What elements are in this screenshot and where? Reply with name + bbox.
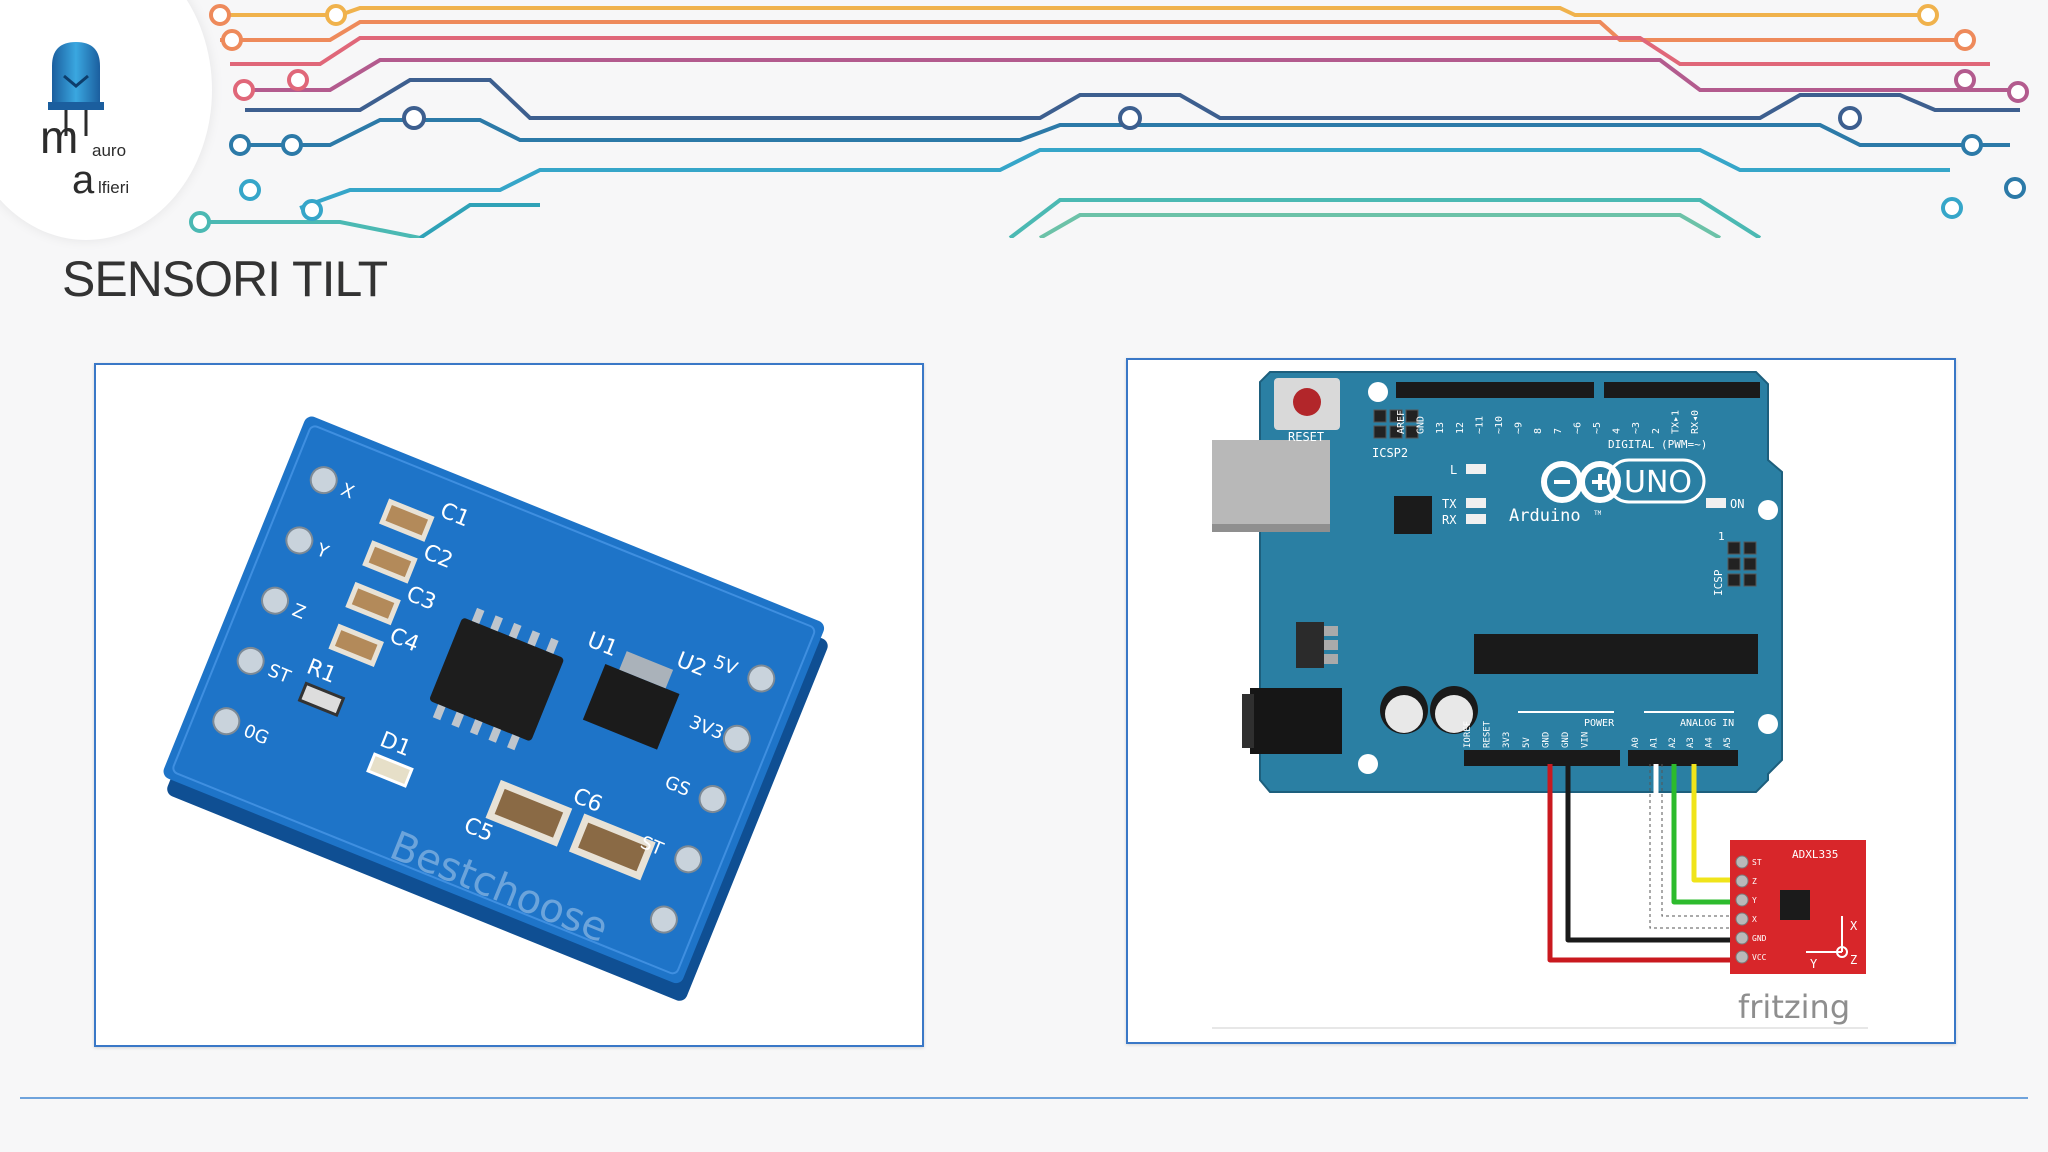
digital-pin-label: ~3 xyxy=(1631,422,1642,434)
led-l-label: L xyxy=(1450,463,1457,477)
digital-pin-label: ~5 xyxy=(1592,422,1603,434)
arduino-label: Arduino xyxy=(1509,506,1581,526)
power-pin-label: IOREF xyxy=(1463,721,1473,748)
sensor-pin-z: Z xyxy=(1752,877,1757,886)
analog-header-label: ANALOG IN xyxy=(1680,718,1734,729)
footer-divider xyxy=(20,1097,2028,1099)
digital-pin-label: 12 xyxy=(1455,422,1466,434)
sensor-pin-gnd: GND xyxy=(1752,934,1767,943)
analog-pin-label: A4 xyxy=(1705,737,1715,748)
icsp-label: ICSP xyxy=(1712,569,1725,596)
arduino-infinity-icon xyxy=(1541,461,1621,503)
digital-header-label: DIGITAL (PWM=~) xyxy=(1608,438,1707,451)
digital-pin-label: 4 xyxy=(1612,428,1623,434)
digital-pin-label: AREF xyxy=(1396,410,1407,434)
sensor-pin-x: X xyxy=(1752,915,1757,924)
module-photo-panel: C1 C2 C3 C4 R1 D1 U1 U2 C5 C6 X Y Z ST 0… xyxy=(94,363,924,1047)
digital-pin-label: RX◂0 xyxy=(1690,410,1701,434)
on-led-label: ON xyxy=(1730,497,1744,511)
digital-pin-label: TX▸1 xyxy=(1670,410,1681,434)
slide-title: SENSORI TILT xyxy=(62,251,388,307)
digital-pin-label: 13 xyxy=(1435,422,1446,434)
analog-pin-label: A2 xyxy=(1668,737,1678,748)
sensor-pin-vcc: VCC xyxy=(1752,953,1767,962)
axis-y-label: Y xyxy=(1810,957,1818,971)
power-pin-label: VIN xyxy=(1581,732,1591,748)
arduino-tm-mark: TM xyxy=(1594,510,1602,517)
logo-letter-a: a xyxy=(72,158,95,202)
digital-pin-label: ~6 xyxy=(1572,422,1583,434)
accelerometer-module-photo: C1 C2 C3 C4 R1 D1 U1 U2 C5 C6 X Y Z ST 0… xyxy=(163,416,828,1001)
power-pin-label: RESET xyxy=(1483,720,1493,748)
power-pin-label: 5V xyxy=(1522,737,1532,748)
power-header-label: POWER xyxy=(1584,718,1615,729)
axis-z-label: Z xyxy=(1850,953,1857,967)
reset-label: RESET xyxy=(1288,430,1324,444)
digital-pin-label: 8 xyxy=(1533,428,1544,434)
power-pin-label: GND xyxy=(1541,732,1551,748)
power-pin-label: 3V3 xyxy=(1502,732,1512,748)
digital-pin-label: ~10 xyxy=(1494,416,1505,434)
analog-pin-label: A0 xyxy=(1631,737,1641,748)
digital-pin-label: ~11 xyxy=(1474,416,1485,434)
icsp2-label: ICSP2 xyxy=(1372,446,1408,460)
brand-logo xyxy=(36,36,156,206)
logo-text-auro: auro xyxy=(92,141,127,160)
analog-pin-label: A5 xyxy=(1723,737,1733,748)
led-icon xyxy=(48,42,104,136)
digital-pin-label: GND xyxy=(1416,416,1427,434)
uno-label: UNO xyxy=(1624,465,1692,500)
digital-pin-label: ~9 xyxy=(1514,422,1525,434)
axis-arrows-icon xyxy=(1806,916,1848,958)
digital-pin-label: 2 xyxy=(1651,428,1662,434)
sensor-pin-st: ST xyxy=(1752,858,1762,867)
circuit-banner xyxy=(189,4,2029,238)
analog-pin-label: A3 xyxy=(1686,737,1696,748)
led-rx-label: RX xyxy=(1442,513,1457,527)
analog-pin-label: A1 xyxy=(1649,737,1659,748)
logo-letter-m: m xyxy=(40,111,78,163)
fritzing-label: fritzing xyxy=(1738,988,1850,1026)
power-pin-label: GND xyxy=(1561,732,1571,748)
led-tx-label: TX xyxy=(1442,497,1457,511)
sensor-pin-y: Y xyxy=(1752,896,1757,905)
sensor-name: ADXL335 xyxy=(1792,848,1838,861)
axis-x-label: X xyxy=(1850,919,1858,933)
digital-pin-label: 7 xyxy=(1553,428,1564,434)
logo-text-lfieri: lfieri xyxy=(98,178,130,197)
icsp-pin1-label: 1 xyxy=(1718,530,1725,543)
